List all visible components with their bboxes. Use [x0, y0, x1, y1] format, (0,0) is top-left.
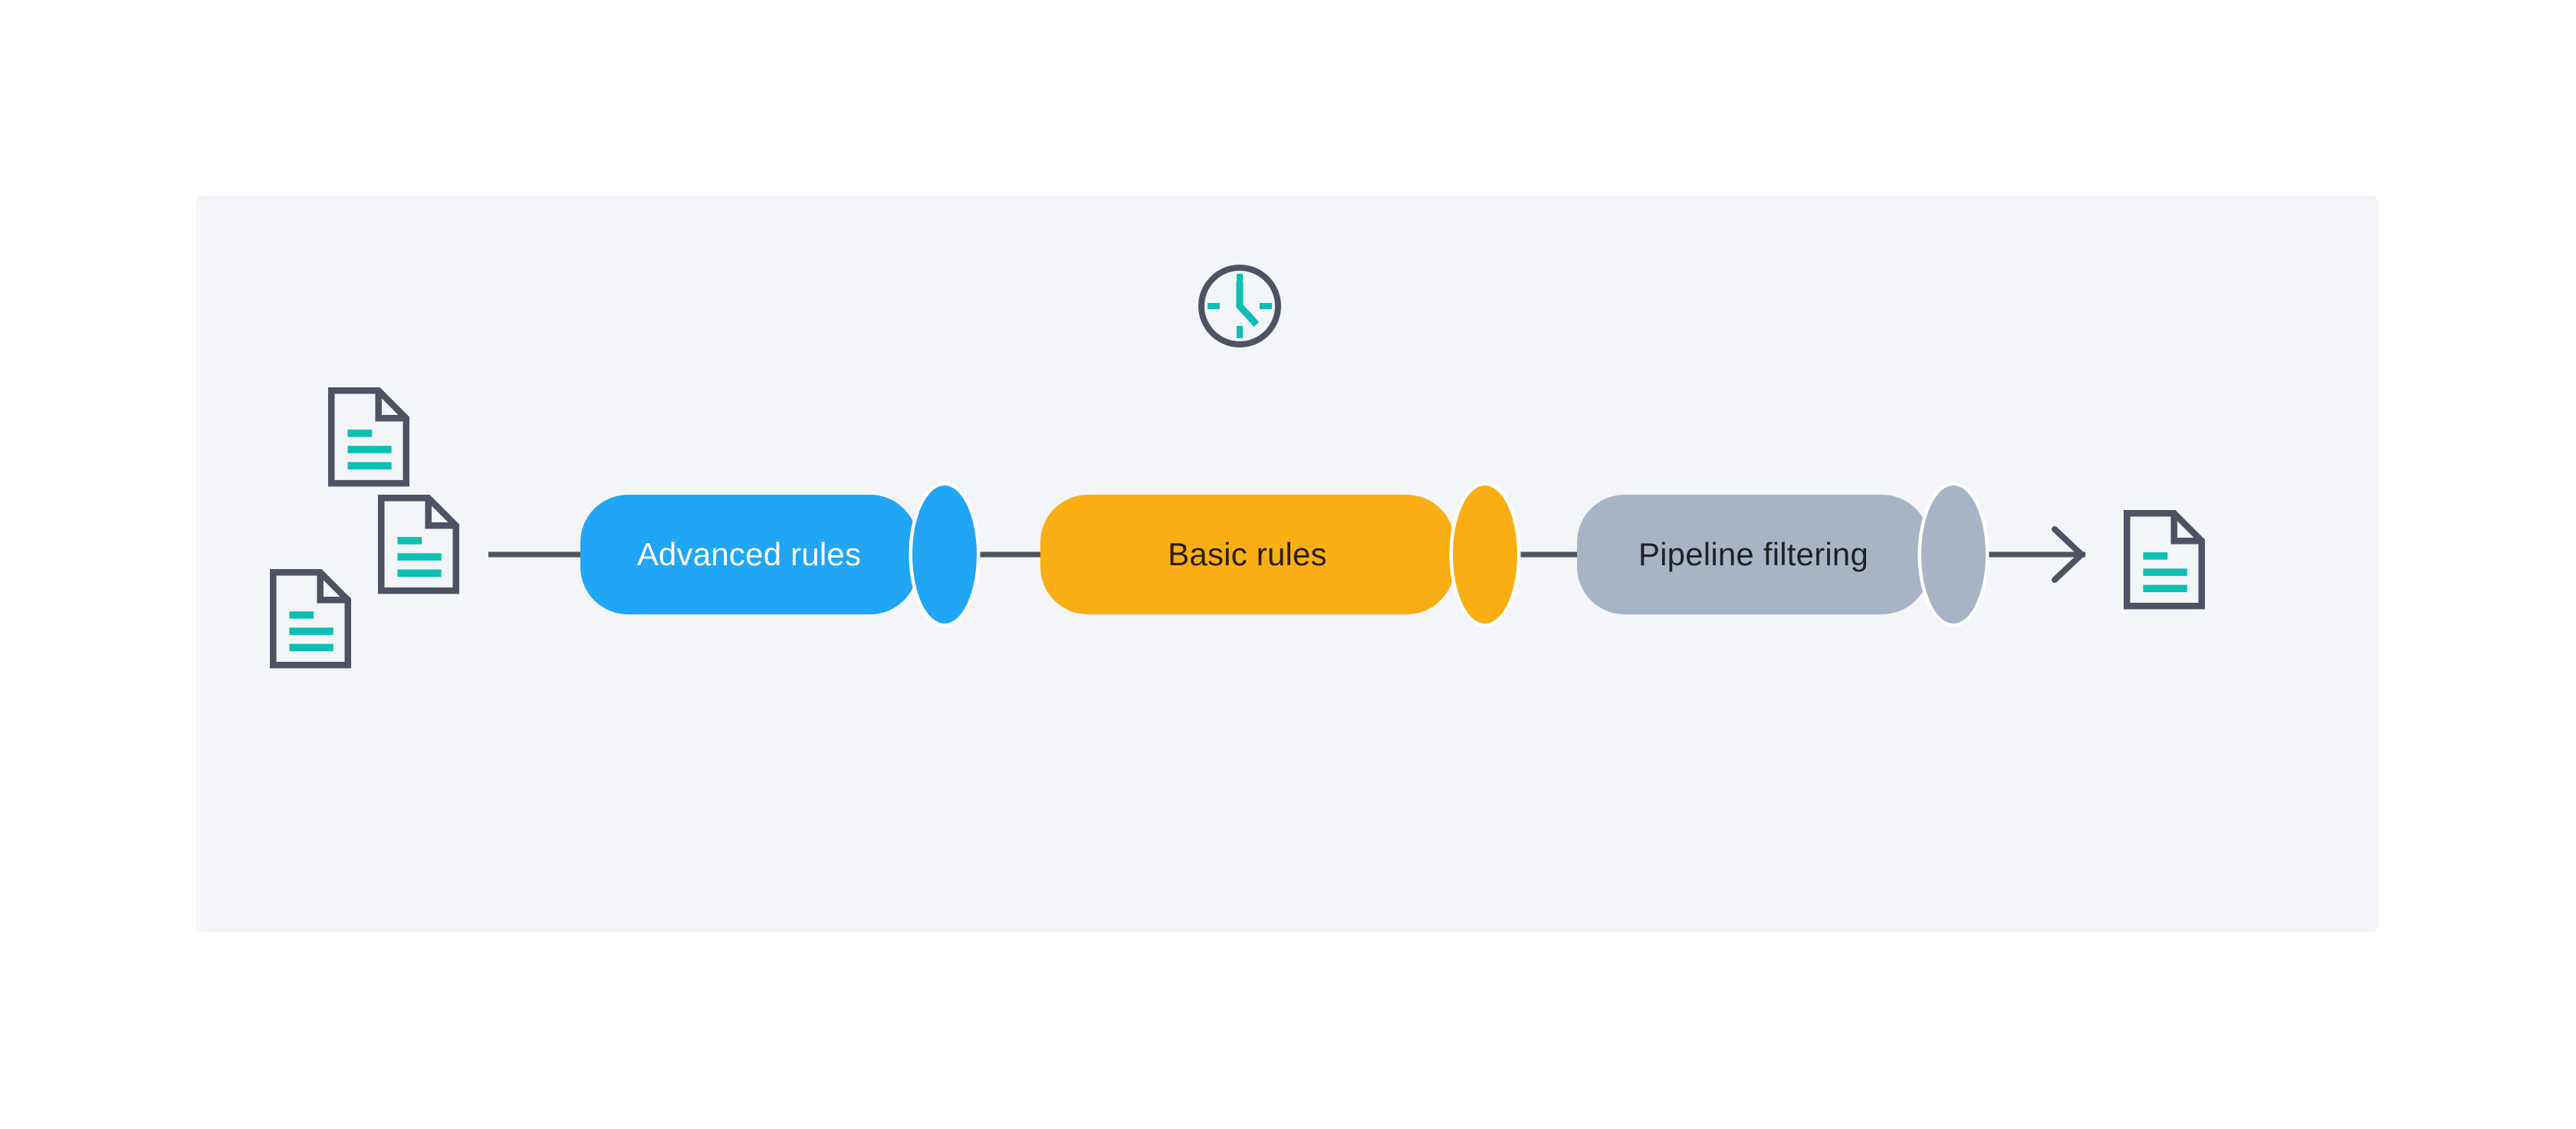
input-document-3 — [273, 572, 348, 665]
cylinder-cap-fill — [1921, 486, 1986, 624]
stage-advanced-rules[interactable] — [580, 482, 981, 627]
cylinder-body — [1577, 495, 1930, 614]
arrowhead-icon — [2052, 526, 2086, 583]
cylinder-cap-fill — [1453, 486, 1517, 624]
cylinder-body — [580, 495, 918, 614]
cylinder-cap-fill — [912, 486, 977, 624]
input-document-1 — [331, 390, 406, 483]
stage-pipeline-filtering[interactable] — [1577, 482, 1990, 627]
clock-icon — [1201, 268, 1278, 344]
input-documents — [273, 390, 456, 665]
input-document-2 — [381, 498, 456, 591]
stage-basic-rules[interactable] — [1040, 482, 1521, 627]
output-document-1 — [2127, 513, 2202, 606]
cylinder-body — [1040, 495, 1454, 614]
output-documents — [2127, 513, 2202, 606]
